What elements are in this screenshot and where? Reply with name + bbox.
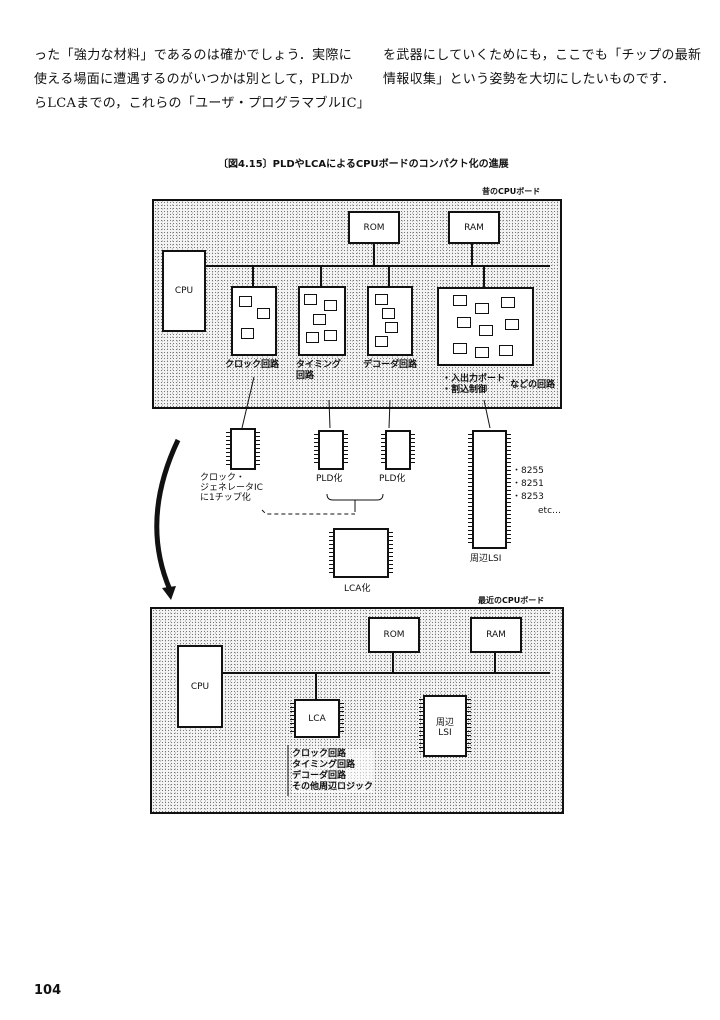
clock-generator-chip (226, 428, 260, 470)
lsi-label-1: 周辺 (435, 717, 454, 728)
label-lca: LCA化 (344, 584, 371, 594)
label-clock-generator-3: に1チップ化 (200, 493, 251, 503)
list-item: タイミング回路 (292, 760, 356, 770)
label-pld-2: PLD化 (379, 474, 406, 484)
decoder-circuit-board (367, 286, 413, 356)
text-line: 使える場面に遭遇するのがいつかは別として，PLDか (34, 72, 354, 87)
new-rom: ROM (368, 617, 420, 653)
label-etc: etc… (538, 506, 562, 516)
text-line: 情報収集」という姿勢を大切にしたいものです． (383, 72, 676, 87)
list-item: デコーダ回路 (292, 771, 347, 781)
label-io-port: ・入出力ポート (442, 374, 506, 384)
old-cpu: CPU (162, 250, 206, 332)
pld-chip-1 (314, 430, 348, 470)
label-peripheral-lsi: 周辺LSI (470, 554, 502, 564)
pld-chip-2 (381, 430, 415, 470)
arrow-clock (241, 376, 255, 429)
timing-circuit-board (298, 286, 346, 356)
left-column-text: った「強力な材料」であるのは確かでしょう．実際に 使える場面に遭遇するのがいつか… (34, 44, 370, 116)
list-item: クロック回路 (292, 749, 347, 759)
text-line: らLCAまでの，これらの「ユーザ・プログラマブルIC」 (34, 96, 371, 111)
clock-circuit-board (231, 286, 277, 356)
label-decoder-circuit: デコーダ回路 (363, 360, 418, 370)
lsi-label-2: LSI (438, 727, 452, 738)
label-clock-generator-2: ジェネレータIC (200, 483, 263, 493)
label-timing-circuit-2: 回路 (296, 371, 315, 381)
new-lca: LCA (290, 699, 344, 738)
label-clock-generator: クロック・ (200, 473, 245, 483)
page-number: 104 (34, 983, 62, 998)
right-column-text: を武器にしていくためにも，ここでも「チップの最新 情報収集」という姿勢を大切にし… (383, 44, 701, 92)
old-rom: ROM (348, 211, 400, 244)
label-etc-circuit: などの回路 (510, 380, 556, 390)
progress-arrow (154, 438, 181, 591)
lca-function-list: クロック回路 タイミング回路 デコーダ回路 その他周辺ロジック (292, 749, 374, 793)
label-8253: ・8253 (512, 492, 544, 502)
label-timing-circuit: タイミング (296, 360, 342, 370)
label-8251: ・8251 (512, 479, 544, 489)
label-clock-circuit: クロック回路 (225, 360, 280, 370)
peripheral-lsi-chip (468, 430, 511, 549)
label-pld-1: PLD化 (316, 474, 343, 484)
new-board-title: 最近のCPUボード (478, 596, 545, 605)
lca-chip (329, 528, 393, 578)
text-line: った「強力な材料」であるのは確かでしょう．実際に (34, 48, 353, 63)
label-8255: ・8255 (512, 466, 544, 476)
new-cpu: CPU (177, 645, 223, 728)
label-interrupt: ・割込制御 (442, 385, 488, 395)
io-circuit-board (437, 287, 534, 366)
new-ram: RAM (470, 617, 522, 653)
list-item: その他周辺ロジック (292, 782, 374, 792)
text-line: を武器にしていくためにも，ここでも「チップの最新 (383, 48, 702, 63)
old-board-title: 昔のCPUボード (482, 187, 541, 196)
old-ram: RAM (448, 211, 500, 244)
figure-caption: 〔図4.15〕PLDやLCAによるCPUボードのコンパクト化の進展 (218, 159, 509, 170)
